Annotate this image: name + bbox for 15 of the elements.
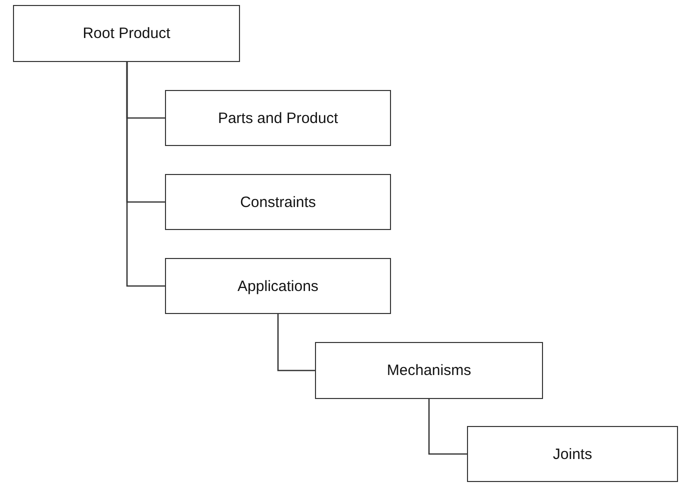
node-label: Mechanisms	[386, 362, 472, 379]
node-label: Joints	[552, 446, 592, 462]
tree-node-box	[165, 90, 391, 146]
node-label: Root Product	[82, 25, 170, 42]
node-label: Applications	[238, 278, 318, 294]
connector-line	[277, 314, 315, 372]
tree-node-box	[165, 258, 391, 314]
node-label: Parts and Product	[218, 110, 338, 126]
tree-node-box	[467, 426, 678, 482]
tree-node-box	[165, 174, 391, 230]
connector-line	[428, 399, 467, 455]
connector-line	[126, 62, 165, 287]
tree-node-box	[315, 342, 543, 399]
tree-node-box	[13, 5, 240, 62]
node-label: Constraints	[240, 194, 316, 210]
